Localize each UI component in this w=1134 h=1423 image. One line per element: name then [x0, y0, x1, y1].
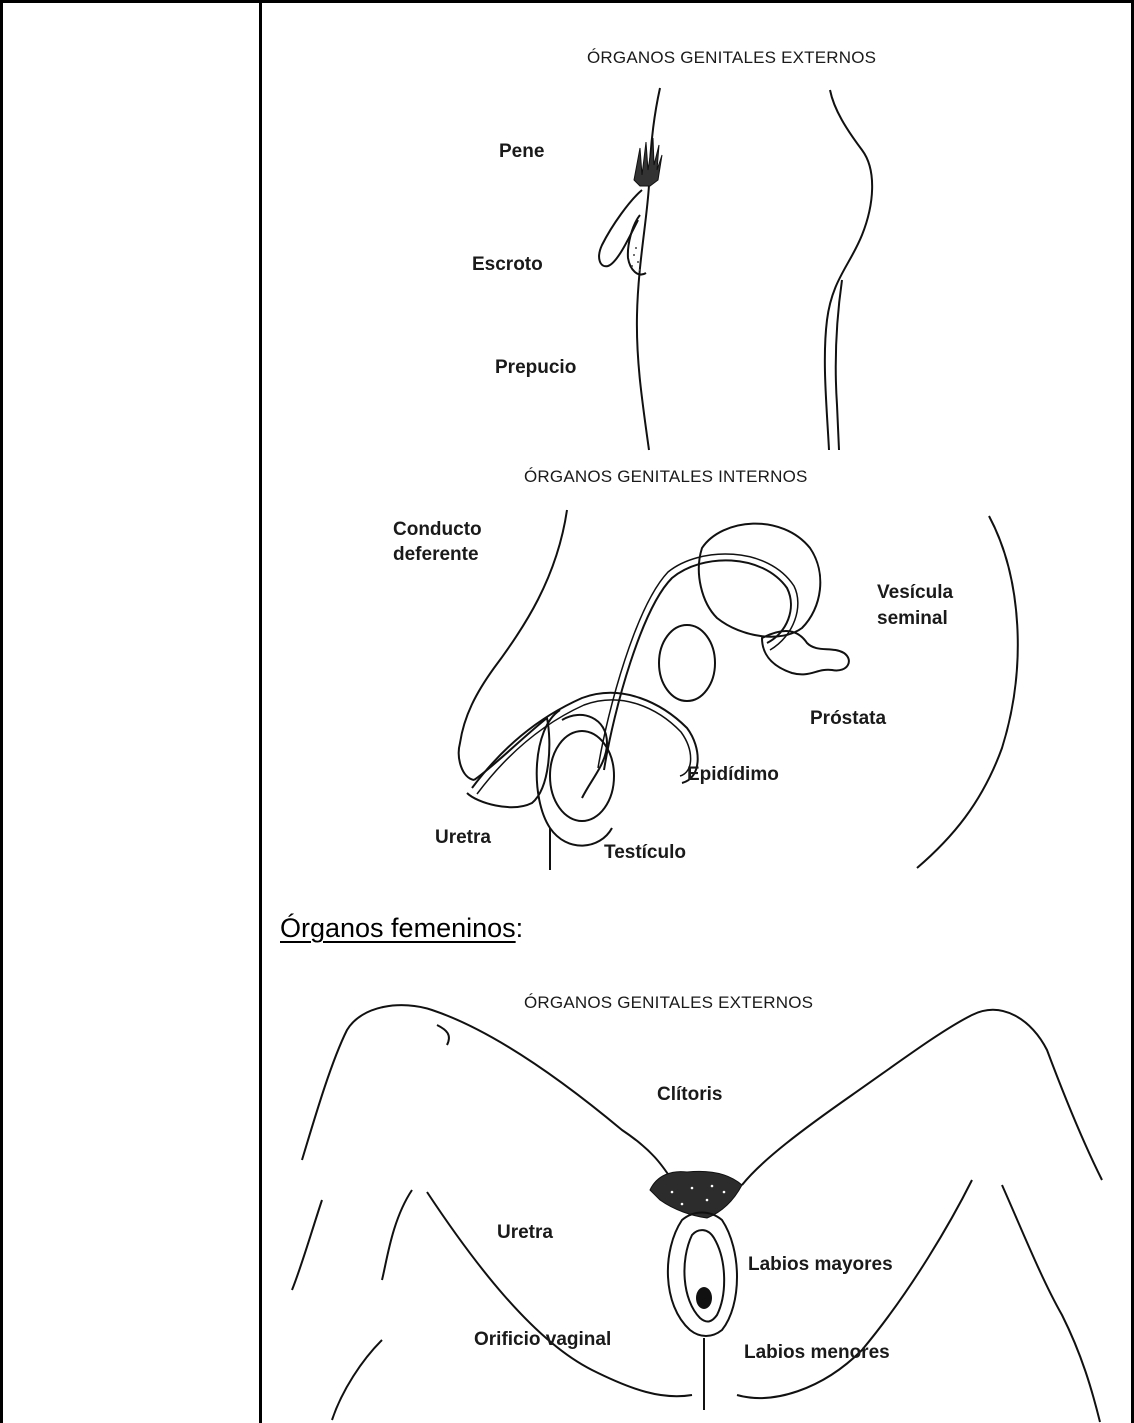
left-thigh-upper: [302, 1005, 672, 1180]
testicle-shape: [550, 731, 614, 821]
male-external-figure: ÓRGANOS GENITALES EXTERNOS Pene Escroto …: [262, 30, 1131, 460]
pubic-hair: [634, 138, 662, 186]
male-internal-title: ÓRGANOS GENITALES INTERNOS: [524, 467, 808, 486]
right-thigh-crease: [737, 1180, 972, 1398]
label-vesicula-2: seminal: [877, 608, 948, 629]
back-body-outline: [825, 90, 872, 450]
label-uretra-female: Uretra: [497, 1222, 553, 1243]
label-conducto-2: deferente: [393, 544, 479, 565]
prostate-shape: [659, 625, 715, 701]
label-uretra: Uretra: [435, 827, 491, 848]
thigh-line: [836, 280, 842, 450]
label-epididimo: Epidídimo: [687, 764, 779, 785]
left-table-cell: [3, 3, 259, 1423]
vaginal-orifice: [696, 1287, 712, 1309]
left-leg-outer: [437, 1025, 449, 1045]
label-orificio-vaginal: Orificio vaginal: [474, 1329, 611, 1350]
female-section-heading: Órganos femeninos:: [280, 913, 523, 944]
label-vesicula-1: Vesícula: [877, 582, 953, 603]
male-external-title: ÓRGANOS GENITALES EXTERNOS: [587, 48, 876, 67]
left-thigh-crease: [427, 1192, 692, 1396]
female-heading-text: Órganos femeninos: [280, 913, 516, 943]
label-testiculo: Testículo: [604, 842, 686, 863]
body-right-outline: [917, 516, 1018, 868]
male-internal-figure: ÓRGANOS GENITALES INTERNOS Conducto defe…: [262, 458, 1131, 870]
label-labios-mayores: Labios mayores: [748, 1254, 893, 1275]
label-clitoris: Clítoris: [657, 1084, 722, 1105]
penis-shape: [599, 190, 642, 266]
left-leg-line: [382, 1190, 412, 1280]
label-conducto-1: Conducto: [393, 519, 482, 540]
label-escroto: Escroto: [472, 254, 543, 275]
vas-deferens-inner: [598, 554, 798, 768]
label-prepucio: Prepucio: [495, 357, 576, 378]
label-labios-menores: Labios menores: [744, 1342, 890, 1363]
female-external-title: ÓRGANOS GENITALES EXTERNOS: [524, 993, 813, 1012]
left-leg-bottom: [332, 1340, 382, 1420]
female-pubic-hair: [650, 1171, 742, 1218]
female-external-figure: ÓRGANOS GENITALES EXTERNOS Clítoris Uret…: [262, 960, 1131, 1423]
urethra-line: [472, 693, 698, 788]
left-leg-outer-2: [292, 1200, 322, 1290]
front-body-outline: [637, 88, 660, 450]
label-pene: Pene: [499, 141, 544, 162]
vas-deferens: [604, 560, 791, 770]
right-thigh-upper: [742, 1010, 1102, 1185]
right-leg-outer: [1002, 1185, 1100, 1422]
label-prostata: Próstata: [810, 708, 886, 729]
bladder: [699, 524, 820, 637]
female-heading-colon: :: [516, 913, 524, 943]
